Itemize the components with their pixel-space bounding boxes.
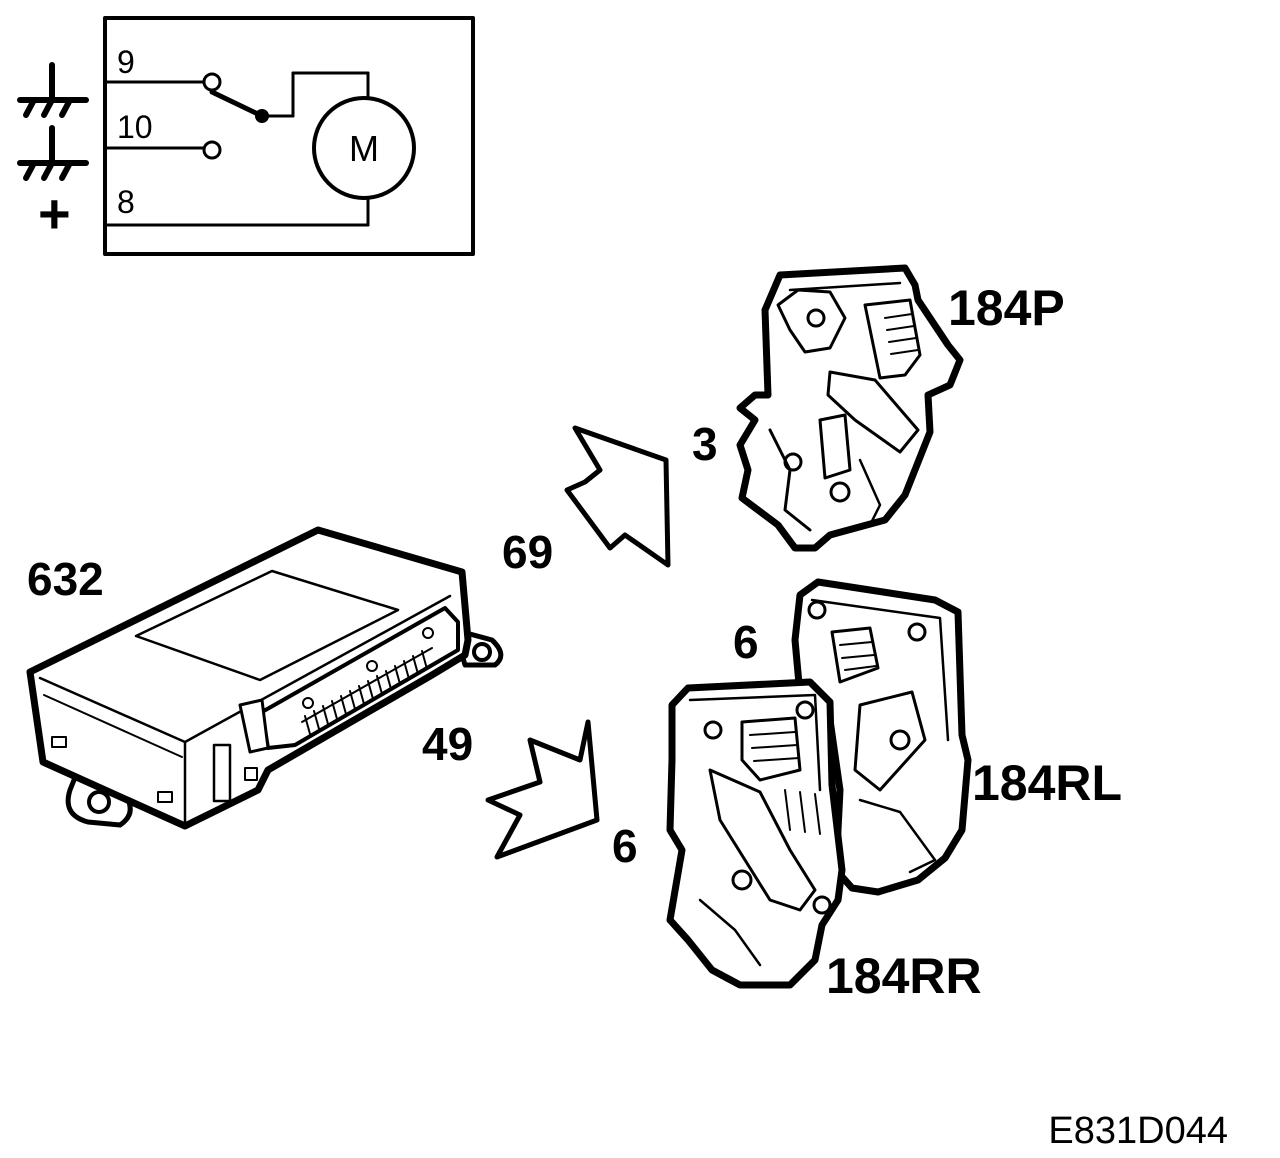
pin-label-8: 8 <box>117 184 135 220</box>
mount-hole-left <box>87 790 111 814</box>
module-housing <box>26 526 472 830</box>
arrow-upper <box>564 425 671 568</box>
switch-contact-10 <box>202 140 222 160</box>
connector-screw-2 <box>366 660 378 672</box>
pin-callout-184rr: 6 <box>612 820 638 872</box>
connector-screw-3 <box>422 627 434 639</box>
pin-callout-184p: 3 <box>692 418 718 470</box>
module-side-recess <box>212 743 232 803</box>
control-module-632 <box>26 526 504 830</box>
schematic-frame <box>103 16 475 256</box>
motor-label: M <box>349 128 379 169</box>
connector-clip <box>238 698 270 754</box>
module-slot-left <box>51 736 67 748</box>
arrow-lower <box>485 719 600 860</box>
arrow-label-69: 69 <box>502 526 553 578</box>
motor-schematic: + 9 10 8 M <box>17 16 475 256</box>
arrow-label-49: 49 <box>422 718 473 770</box>
switch-arm <box>209 89 265 119</box>
module-side-line <box>43 694 183 758</box>
switch-pivot <box>255 109 269 123</box>
door-lock-184p <box>736 264 964 552</box>
ground-symbol-pin10 <box>17 125 89 181</box>
motor-symbol <box>312 96 416 200</box>
label-632: 632 <box>27 553 104 605</box>
mount-hole-right <box>472 642 492 662</box>
connector-screw-1 <box>302 697 314 709</box>
schematic-wires <box>103 71 370 227</box>
pin-label-9: 9 <box>117 44 135 80</box>
pin-label-10: 10 <box>117 109 153 145</box>
supply-plus-symbol: + <box>38 182 71 245</box>
switch-contact-9 <box>202 72 222 92</box>
module-slot-right <box>157 791 173 803</box>
pin-callout-184rl: 6 <box>733 616 759 668</box>
label-184rl: 184RL <box>972 755 1122 811</box>
module-latch <box>244 767 258 781</box>
figure-reference: E831D044 <box>1048 1110 1228 1152</box>
module-label-panel <box>134 569 400 682</box>
label-184p: 184P <box>948 280 1065 336</box>
label-184rr: 184RR <box>826 948 982 1004</box>
ground-symbol-pin9 <box>17 62 89 118</box>
door-lock-184rr <box>666 678 846 989</box>
connector-pins <box>304 650 428 735</box>
